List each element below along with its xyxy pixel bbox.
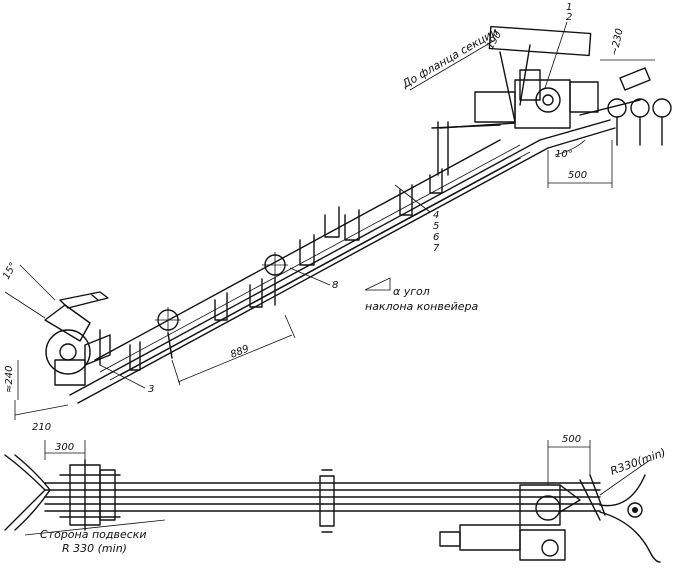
callout-2: 2 (566, 12, 572, 23)
radius-right-label: R330(min) (609, 446, 668, 478)
dim-15-line (4, 291, 46, 319)
dim-500-bottom-text: 500 (562, 434, 581, 445)
dim-210-line (14, 404, 69, 416)
callout-3: 3 (148, 384, 154, 395)
angle-label-line1: α угол (393, 285, 430, 298)
dim-15-line-b (19, 264, 56, 301)
radius-left-label: R 330 (min) (62, 542, 127, 555)
conveyor-plan-view: 300 500 Сторона подвески R 330 (min) R33… (4, 434, 668, 563)
callout-8: 8 (332, 280, 338, 291)
to-section-flange-label: До фланца секции (399, 25, 500, 91)
dim-15deg-text: 15° (1, 261, 19, 282)
callout-6: 6 (433, 232, 439, 243)
suspension-side-label: Сторона подвески (40, 528, 147, 541)
dim-500-top: 500 (547, 140, 613, 188)
dim-300-text: 300 (55, 442, 74, 453)
angle-10-arc (554, 139, 586, 156)
callout-8-leader (289, 267, 331, 286)
lower-tension-station (44, 291, 111, 386)
callout-5: 5 (433, 221, 439, 232)
callout-3-leader (99, 364, 146, 389)
callout-1-2-leader (544, 21, 568, 89)
inclined-conveyor-elevation: 889 500 10° ~230 190 До фланца секции 1 … (1, 2, 672, 433)
callout-4: 4 (433, 210, 439, 221)
dim-500-top-text: 500 (568, 170, 587, 181)
dim-889: 889 (171, 314, 296, 386)
dim-210-text: 210 (32, 422, 51, 433)
horizontal-section-rollers (607, 67, 672, 146)
callout-7: 7 (433, 243, 440, 254)
dim-240-text: ≈240 (4, 366, 15, 393)
angle-label-line2: наклона конвейера (365, 300, 478, 313)
trolley-wheels (155, 252, 288, 359)
dim-230-text: ~230 (609, 27, 625, 56)
flange-leader (409, 39, 496, 91)
callout-4-leader (394, 184, 431, 213)
dim-10deg-text: 10° (555, 149, 573, 160)
radius-right-leader (599, 459, 651, 496)
callout-1: 1 (566, 2, 572, 13)
dim-889-text: 889 (229, 343, 251, 360)
suspension-leader (24, 519, 166, 536)
angle-symbol-icon (364, 277, 391, 291)
upper-drive-station (431, 25, 599, 176)
